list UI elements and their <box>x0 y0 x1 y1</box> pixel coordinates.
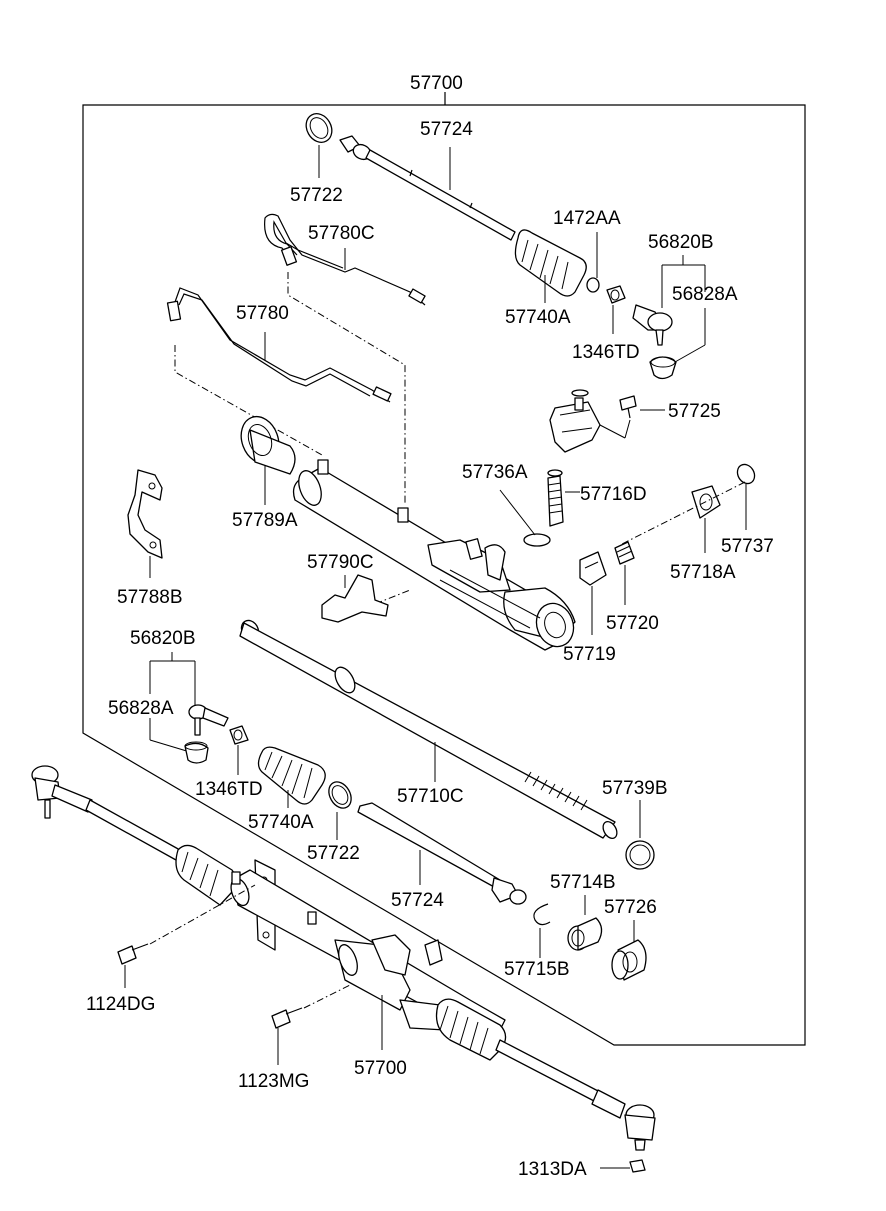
bushing-b <box>567 917 603 951</box>
support-yoke <box>579 551 607 586</box>
ring <box>625 840 655 870</box>
nut-bottom <box>629 1159 646 1173</box>
gear-housing <box>292 459 576 651</box>
label-oring-pinion: 57736A <box>462 462 528 483</box>
label-clip: 1472AA <box>553 208 621 229</box>
label-bracket: 57788B <box>117 587 183 608</box>
label-rack: 57710C <box>397 786 464 807</box>
assembly-outline <box>82 92 806 1046</box>
label-ring: 57739B <box>602 778 668 799</box>
clip-top <box>586 277 600 293</box>
label-end-top: 56820B <box>648 232 714 253</box>
boot-top <box>514 229 587 297</box>
label-tie-rod-top: 57724 <box>420 119 473 140</box>
label-assembly-top: 57700 <box>410 73 463 94</box>
bolt-left <box>117 943 149 965</box>
label-seal-top: 56828A <box>672 284 738 305</box>
label-cap: 57737 <box>721 536 774 557</box>
bottom-assembly <box>85 799 626 1119</box>
seal-mid <box>184 741 209 764</box>
label-line-c: 57780C <box>308 223 375 244</box>
label-bushing: 57789A <box>232 510 298 531</box>
label-assembly-bottom: 57700 <box>354 1058 407 1079</box>
tie-rod-end-top <box>632 304 673 346</box>
bracket-c <box>321 574 389 623</box>
tie-rod-end-mid <box>188 704 229 736</box>
nut-mid <box>229 725 249 745</box>
label-nut-mid: 1346TD <box>195 779 263 800</box>
cap <box>736 463 756 485</box>
tie-rod-end-left <box>31 765 93 819</box>
label-bolt-valve: 57725 <box>668 401 721 422</box>
tie-rod-mid <box>357 802 527 905</box>
band-clamp-mid <box>328 781 352 809</box>
label-spring: 57720 <box>606 613 659 634</box>
label-bolt-mid: 1123MG <box>238 1071 309 1092</box>
bracket <box>127 469 163 559</box>
label-bolt-left: 1124DG <box>86 994 155 1015</box>
label-snap-ring: 57715B <box>504 959 570 980</box>
bushing-top <box>240 415 296 475</box>
label-band-mid: 57722 <box>307 843 360 864</box>
part-labels: 57700 57724 57722 57780C 1472AA 56820B 5… <box>86 73 774 1180</box>
label-band-top: 57722 <box>290 185 343 206</box>
label-boot-top: 57740A <box>505 307 571 328</box>
spring <box>614 541 635 565</box>
label-bush-ring: 57726 <box>604 897 657 918</box>
valve-body <box>549 389 601 453</box>
bush-ring <box>611 939 647 981</box>
label-end-mid: 56820B <box>130 628 196 649</box>
pinion <box>547 469 564 527</box>
label-bracket-c: 57790C <box>307 552 374 573</box>
label-boot-mid: 57740A <box>248 812 314 833</box>
pressure-line-c <box>264 213 426 306</box>
label-nut-top: 1346TD <box>572 342 640 363</box>
seal-top <box>649 356 677 380</box>
boot-mid <box>257 746 326 805</box>
nut-top <box>606 285 626 304</box>
label-tie-rod-mid: 57724 <box>391 890 444 911</box>
rack <box>239 619 618 840</box>
label-support: 57719 <box>563 644 616 665</box>
bolt-mid <box>271 1007 303 1029</box>
tie-rod-end-right <box>624 1104 656 1151</box>
pressure-line <box>166 287 392 403</box>
label-nut-bottom: 1313DA <box>518 1159 587 1180</box>
label-line: 57780 <box>236 303 289 324</box>
label-yoke-plug: 57718A <box>670 562 736 583</box>
tie-rod-top <box>339 135 516 241</box>
band-clamp-top <box>305 113 333 143</box>
label-bushing-b: 57714B <box>550 872 616 893</box>
snap-ring <box>533 903 551 926</box>
label-seal-mid: 56828A <box>108 698 174 719</box>
bolt-valve <box>619 395 637 419</box>
label-pinion: 57716D <box>580 484 647 505</box>
oring-pinion <box>523 533 551 547</box>
